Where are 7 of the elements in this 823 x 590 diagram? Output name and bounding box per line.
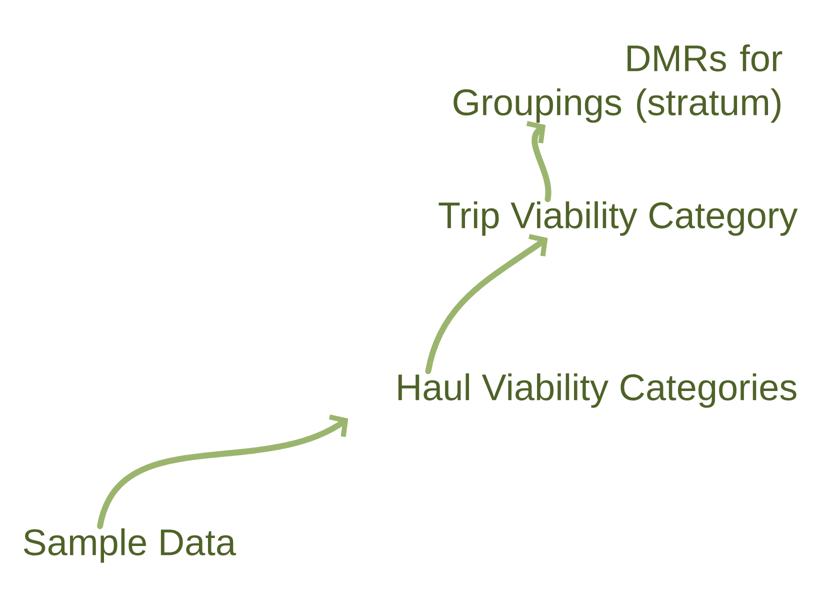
curved-arrow (526, 120, 552, 202)
text-label: Trip Viability Category (438, 201, 798, 236)
text-label: Haul Viability Categories (398, 373, 796, 408)
curved-arrow (425, 234, 548, 374)
text-label: Sample Data (24, 528, 236, 563)
text-label: DMRs for Groupings (stratum) (454, 44, 782, 123)
curved-arrow (97, 414, 348, 530)
